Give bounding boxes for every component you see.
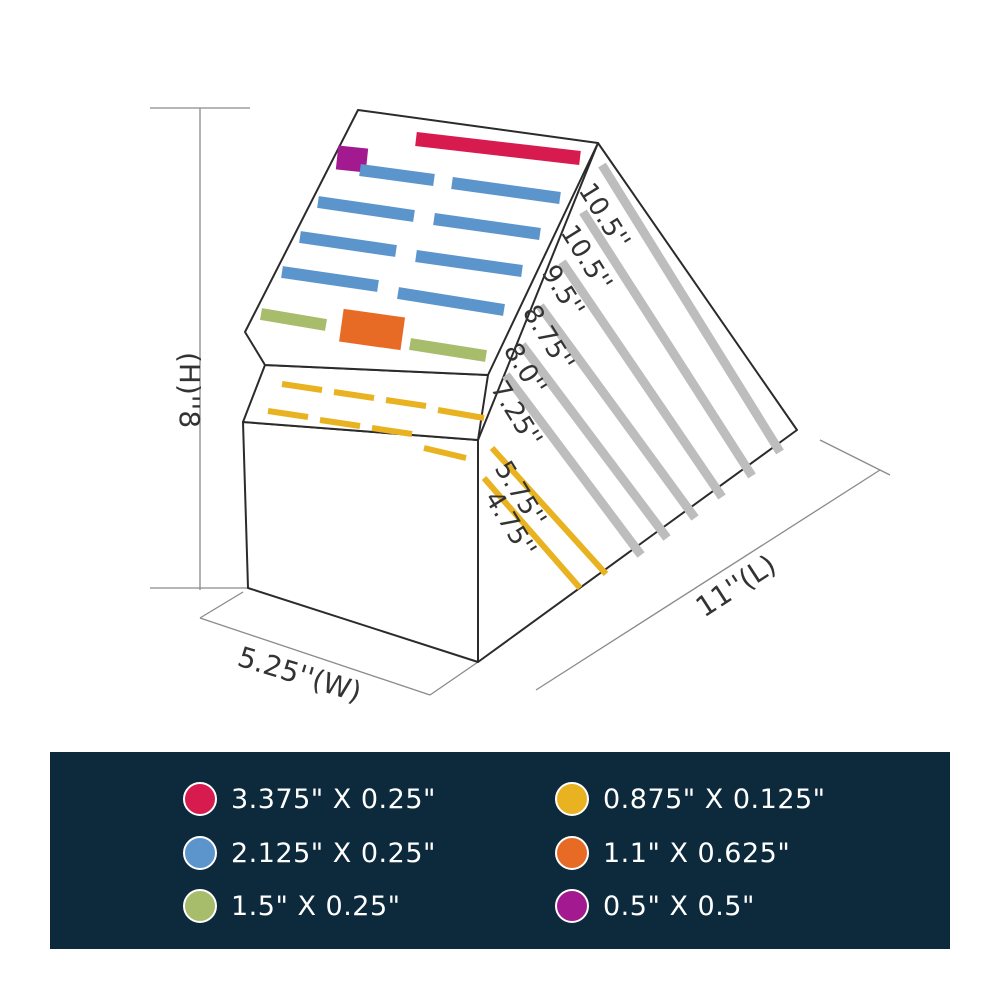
block-body <box>242 109 798 663</box>
yellow-slot <box>437 407 485 421</box>
blue-slot <box>451 177 561 204</box>
yellow-slot <box>267 408 309 420</box>
blue-slot <box>433 213 541 240</box>
yellow-slot <box>281 381 323 393</box>
legend-panel: 3.375" X 0.25" 2.125" X 0.25" 1.5" X 0.2… <box>50 752 950 949</box>
slot-line <box>518 342 671 541</box>
slot-line <box>502 372 645 558</box>
yellow-slot <box>371 425 413 437</box>
height-label: 8''(H) <box>173 352 206 428</box>
blue-slot <box>359 164 435 186</box>
width-dimension-line <box>199 617 431 696</box>
green-slot <box>259 308 328 331</box>
top-slots <box>259 132 581 362</box>
side-yellow-slots <box>481 445 609 590</box>
legend-label: 1.5" X 0.25" <box>231 890 401 922</box>
legend-label: 0.875" X 0.125" <box>603 783 826 815</box>
blue-slot <box>281 266 379 292</box>
block-front-face <box>242 421 479 663</box>
legend-swatch <box>555 889 589 923</box>
legend-item: 0.5" X 0.5" <box>555 886 755 926</box>
purple-slot <box>335 145 369 173</box>
legend-label: 3.375" X 0.25" <box>231 783 436 815</box>
orange-slot <box>339 308 406 351</box>
legend-swatch <box>183 889 217 923</box>
length-label: 11''(L) <box>690 548 782 624</box>
legend-label: 0.5" X 0.5" <box>603 890 755 922</box>
side-slots <box>502 162 784 558</box>
blue-slot <box>397 287 505 316</box>
legend-item: 0.875" X 0.125" <box>555 779 826 819</box>
yellow-slot <box>385 397 427 409</box>
legend-item: 2.125" X 0.25" <box>183 833 436 873</box>
block-upper-top-face <box>244 109 599 376</box>
legend-label: 1.1" X 0.625" <box>603 837 791 869</box>
yellow-slot <box>423 445 467 461</box>
slot-line <box>579 209 756 479</box>
blue-slot <box>415 250 523 277</box>
legend-item: 1.5" X 0.25" <box>183 886 401 926</box>
legend-swatch <box>555 836 589 870</box>
red-slot <box>415 132 581 165</box>
slot-line <box>558 259 726 500</box>
legend-item: 1.1" X 0.625" <box>555 833 790 873</box>
slot-line <box>536 303 699 521</box>
width-left-tick <box>199 591 244 619</box>
legend-swatch <box>183 836 217 870</box>
width-right-tick <box>429 661 479 696</box>
steak-knife-slots <box>267 381 485 461</box>
width-label: 5.25''(W) <box>234 640 365 709</box>
slot-line <box>598 162 784 455</box>
slot-labels: 10.5'' 10.5'' 9.5'' 8.75'' 8.0'' 7.25'' … <box>478 178 636 563</box>
slot-line <box>481 476 583 590</box>
blue-slot <box>317 196 415 222</box>
length-right-tick <box>819 439 891 476</box>
legend-swatch <box>555 782 589 816</box>
blue-slot <box>299 231 397 257</box>
dimension-lines <box>150 107 891 696</box>
slot-line <box>489 445 609 577</box>
knife-block-diagram: 10.5'' 10.5'' 9.5'' 8.75'' 8.0'' 7.25'' … <box>150 107 891 709</box>
legend-item: 3.375" X 0.25" <box>183 779 436 819</box>
yellow-slot <box>333 389 375 401</box>
green-slot <box>409 338 487 362</box>
legend-label: 2.125" X 0.25" <box>231 837 436 869</box>
length-dimension-line <box>535 469 881 691</box>
legend-swatch <box>183 782 217 816</box>
yellow-slot <box>319 417 361 429</box>
